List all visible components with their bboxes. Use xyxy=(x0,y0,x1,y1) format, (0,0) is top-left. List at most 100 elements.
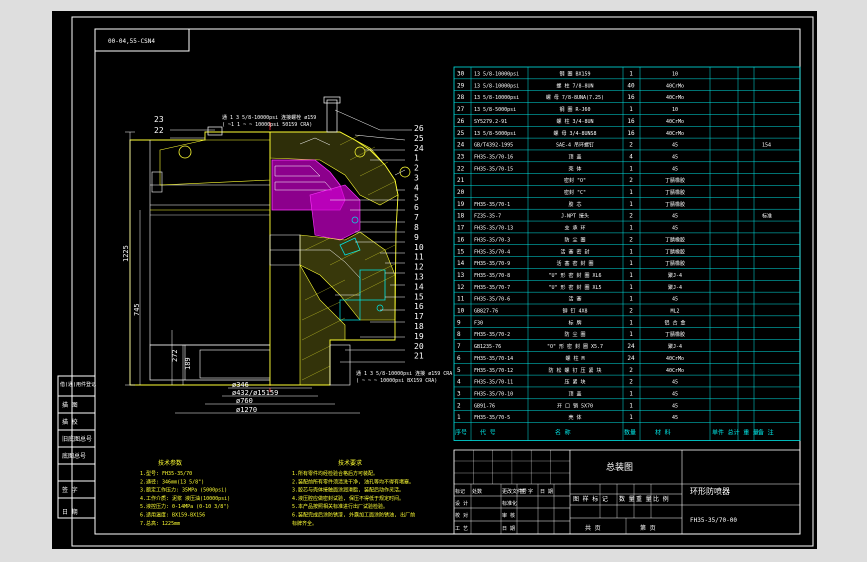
bom-no: 25 xyxy=(457,130,465,137)
bom-code: FH35-35/70-4 xyxy=(474,249,510,255)
bom-code: FH35-35/70-10 xyxy=(474,391,513,397)
bom-no: 3 xyxy=(457,390,461,397)
dim-d2: ø432/ø15159 xyxy=(232,389,278,397)
bom-material: 45 xyxy=(672,380,678,386)
callout-22: 22 xyxy=(154,126,164,135)
bom-qty: 2 xyxy=(629,213,633,220)
bom-no: 2 xyxy=(457,402,461,409)
callout-26: 26 xyxy=(414,124,424,133)
bom-qty: 24 xyxy=(627,343,635,350)
bom-material: 丁腈橡胶 xyxy=(665,177,685,184)
left-table-cell: 旧底图总号 xyxy=(62,435,92,443)
bom-code: GB/T4392-1995 xyxy=(474,143,513,149)
dim-d1: ø346 xyxy=(232,381,249,389)
bom-material: 聚J-4 xyxy=(668,273,682,279)
left-table-cell: 签 字 xyxy=(62,486,78,494)
code-box-text: 00-04,55-CSN4 xyxy=(108,38,155,45)
title-block: 标记处数更改文件号签 字日 期设 计标准化校 对审 核工 艺日 期 总装图 环形… xyxy=(453,449,801,535)
bom-material: ML2 xyxy=(670,309,679,315)
note-bottom-2: ( ~ ~ ~ 10000psi BX159 CRA) xyxy=(356,378,437,384)
bom-no: 8 xyxy=(457,331,461,338)
callout-17: 17 xyxy=(414,312,424,321)
callout-3: 3 xyxy=(414,174,419,183)
bom-code: FH35-35/70-1 xyxy=(474,202,510,208)
bom-qty: 1 xyxy=(629,284,633,291)
bom-qty: 4 xyxy=(629,153,633,160)
bom-no: 14 xyxy=(457,260,465,267)
callout-8: 8 xyxy=(414,223,419,232)
bom-material: 45 xyxy=(672,214,678,220)
bom-code: FH35-35/70-12 xyxy=(474,368,513,374)
note-top: 通 1 3 5/8-10000psi 连接螺栓 ø159 xyxy=(222,114,316,121)
title-block-cell: 审 核 xyxy=(502,512,515,519)
tech-param-line: 6.适用温度: BX159-BX156 xyxy=(140,512,205,519)
bom-no: 1 xyxy=(457,414,461,421)
tech-params: 技术参数 1.型号: FH35-35/702.通径: 346mm(13 5/8"… xyxy=(140,459,230,527)
bom-no: 20 xyxy=(457,189,465,196)
bom-name: "O" 形 密 封 圈 X5.7 xyxy=(547,343,603,350)
bom-code: 13 5/8-10000psi xyxy=(474,95,519,101)
bom-code: FZ35-35-7 xyxy=(474,214,501,220)
weight-label: 重 量 xyxy=(636,495,652,503)
callout-14: 14 xyxy=(414,282,424,291)
bom-no: 4 xyxy=(457,379,461,386)
bom-name: 防 松 螺 钉 压 紧 块 xyxy=(548,367,601,374)
callout-23: 23 xyxy=(154,115,164,124)
tech-req-line: 标牌齐全。 xyxy=(292,520,317,527)
bom-no: 19 xyxy=(457,201,465,208)
product-name: 环形防喷器 xyxy=(690,486,730,496)
bom-material: 45 xyxy=(672,166,678,172)
bom-material: 45 xyxy=(672,391,678,397)
bom-code: FH35-35/70-13 xyxy=(474,226,513,232)
title-block-cell: 更改文件号 xyxy=(502,488,527,495)
bom-qty: 1 xyxy=(629,225,633,232)
bom-header-cell: 序号 xyxy=(455,429,467,437)
bom-name: 壳 体 xyxy=(568,414,581,421)
bom-qty: 1 xyxy=(629,296,633,303)
note-bottom: 通 1 3 5/8-10000psi 连接 ø159 CRA xyxy=(356,370,452,377)
bom-no: 16 xyxy=(457,236,465,243)
tech-param-line: 4.工作介质: 泥浆 液压油(10000psi) xyxy=(140,495,230,502)
left-table-cell: 描 校 xyxy=(62,418,78,426)
bom-material: 丁腈橡胶 xyxy=(665,260,685,267)
bom-qty: 1 xyxy=(629,414,633,421)
bom-name: 螺 柱 M xyxy=(565,355,584,362)
bom-qty: 1 xyxy=(629,106,633,113)
bom-material: 40CrMo xyxy=(666,95,684,101)
bom-code: FH35-35/70-16 xyxy=(474,154,513,160)
callout-11: 11 xyxy=(414,253,424,262)
bom-material: 45 xyxy=(672,143,678,149)
bom-material: 10 xyxy=(672,107,678,113)
bom-name: 螺 柱 3/4-8UN xyxy=(556,118,593,125)
bom-material: 聚J-4 xyxy=(668,344,682,350)
callout-7: 7 xyxy=(414,213,419,222)
scale-label: 比 例 xyxy=(653,495,669,503)
bom-name: 壳 体 xyxy=(568,165,581,172)
callout-24: 24 xyxy=(414,144,424,153)
title-block-cell: 签 字 xyxy=(520,488,533,495)
bom-code: 13 5/8-5000psi xyxy=(474,131,516,137)
tech-param-line: 3.额定工作压力: 35MPa (5000psi) xyxy=(140,487,227,494)
bom-code: GB1235-76 xyxy=(474,344,501,350)
tech-requirements: 技术要求 1.所有零件均经检验合格后方可装配。2.装配前所有零件须清洗干净, 油… xyxy=(292,459,415,527)
bom-code: FH35-35/70-14 xyxy=(474,356,513,362)
callout-9: 9 xyxy=(414,233,419,242)
bom-material: 丁腈橡胶 xyxy=(665,189,685,196)
callout-10: 10 xyxy=(414,243,424,252)
bom-qty: 2 xyxy=(629,142,633,149)
bom-no: 27 xyxy=(457,106,465,113)
bom-qty: 16 xyxy=(627,130,635,137)
bom-material: 丁腈橡胶 xyxy=(665,248,685,255)
bom-qty: 2 xyxy=(629,379,633,386)
